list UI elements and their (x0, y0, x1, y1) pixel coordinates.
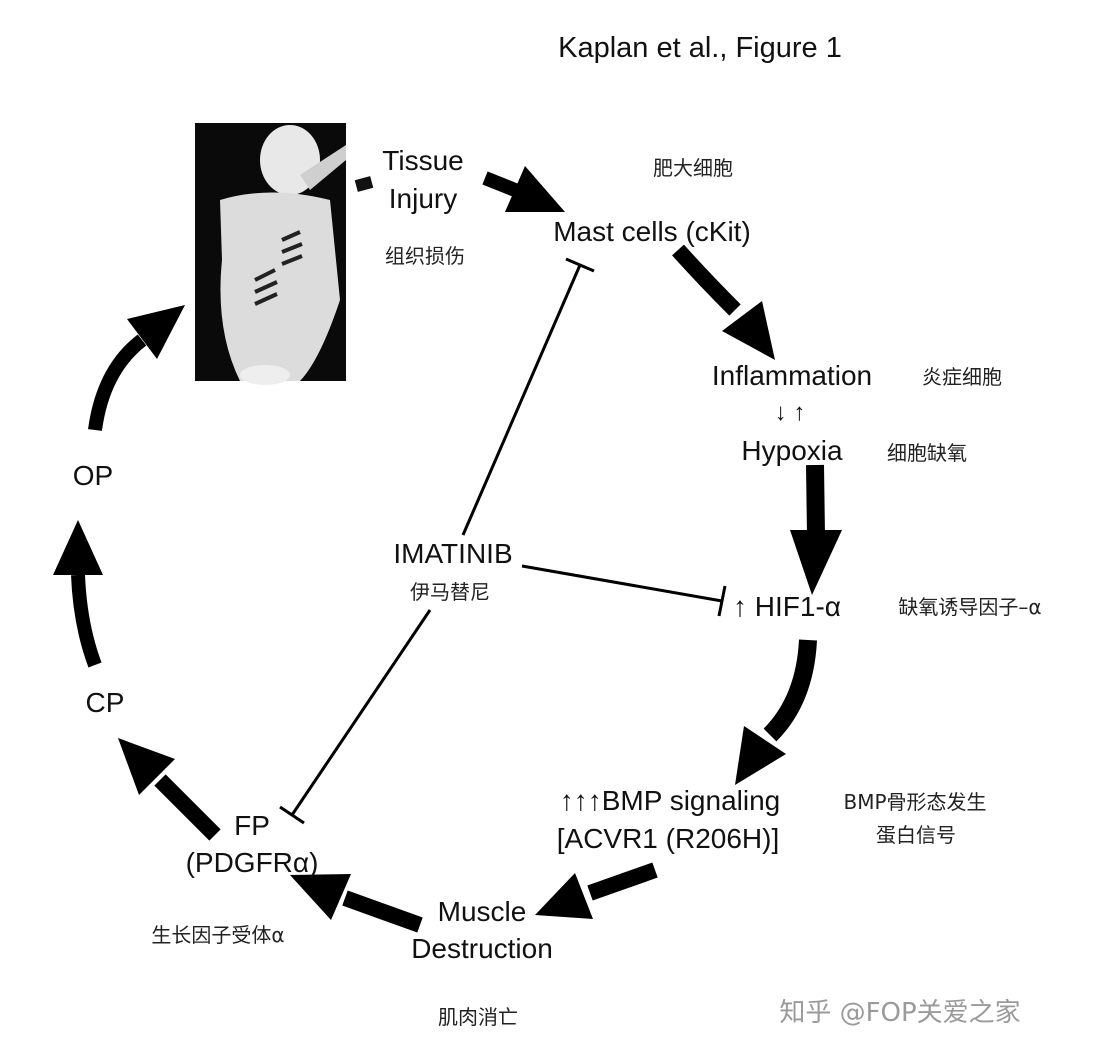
label-destruction: Destruction (411, 933, 553, 964)
arrow-hif-to-bmp (735, 639, 817, 785)
label-tissue-injury-zh: 组织损伤 (385, 244, 465, 268)
label-bmp-zh-2: 蛋白信号 (876, 823, 956, 847)
label-injury: Injury (389, 183, 457, 214)
arrow-muscle-to-fp (290, 874, 423, 933)
label-fp: FP (234, 810, 270, 841)
label-imatinib-zh: 伊马替尼 (410, 580, 490, 604)
label-hypoxia-zh: 细胞缺氧 (887, 441, 967, 465)
arrow-cp-to-op (53, 520, 103, 668)
cycle-arrows (53, 166, 842, 933)
label-tissue: Tissue (382, 145, 463, 176)
label-pdgfr: (PDGFRα) (186, 847, 319, 878)
inhibition-lines (279, 257, 727, 825)
label-op: OP (73, 460, 113, 491)
skeleton-photo (195, 123, 346, 385)
label-hif: ↑ HIF1-α (733, 591, 841, 622)
up-down-arrows: ↓ ↑ (775, 399, 806, 426)
arrow-fp-to-cp (118, 738, 221, 841)
label-acvr1: [ACVR1 (R206H)] (557, 823, 780, 854)
inhibit-fp (279, 609, 432, 825)
label-fp-zh: 生长因子受体α (151, 923, 284, 947)
label-imatinib: IMATINIB (393, 538, 512, 569)
label-hypoxia: Hypoxia (741, 435, 843, 466)
label-muscle-zh: 肌肉消亡 (438, 1005, 518, 1029)
arrow-bmp-to-muscle (535, 862, 658, 919)
label-mast-cells-zh: 肥大细胞 (653, 156, 733, 180)
label-bmp-zh-1: BMP骨形态发生 (843, 790, 986, 814)
arrow-mast-to-inflammation (672, 244, 775, 360)
connector-block (354, 176, 374, 192)
label-muscle: Muscle (438, 896, 527, 927)
label-inflammation-zh: 炎症细胞 (922, 365, 1002, 389)
arrow-op-to-photo (88, 305, 185, 431)
inhibit-mast-cells (461, 257, 595, 536)
label-inflammation: Inflammation (712, 360, 872, 391)
arrow-injury-to-mast (482, 166, 565, 212)
label-bmp-signaling: ↑↑↑BMP signaling (560, 785, 780, 816)
label-hif-zh: 缺氧诱导因子–α (898, 595, 1041, 619)
label-cp: CP (86, 687, 125, 718)
label-mast-cells: Mast cells (cKit) (553, 216, 751, 247)
inhibit-hif (521, 564, 727, 617)
watermark: 知乎 @FOP关爱之家 (779, 998, 1020, 1028)
arrow-hypoxia-to-hif (790, 464, 842, 595)
figure-title: Kaplan et al., Figure 1 (558, 32, 842, 64)
